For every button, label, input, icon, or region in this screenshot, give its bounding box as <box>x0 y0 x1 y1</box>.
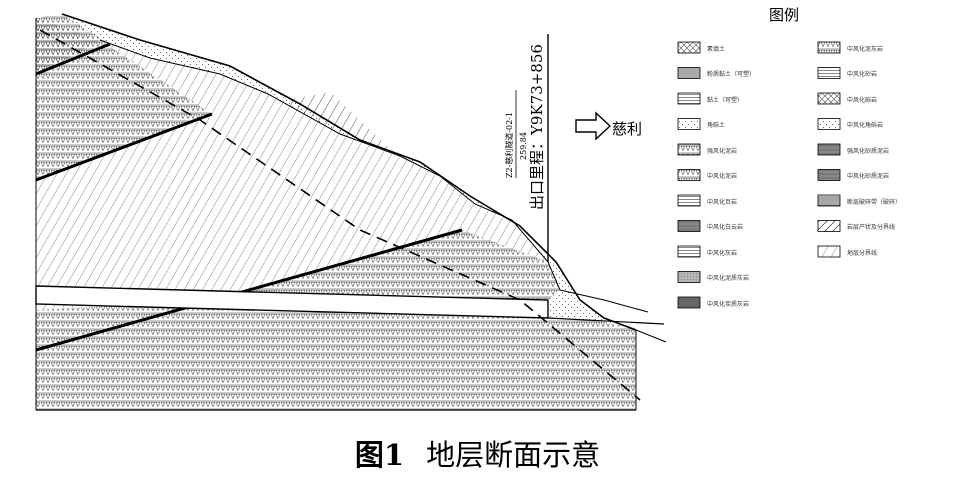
figure-caption: 图1 地层断面示意 <box>0 432 955 474</box>
stratum-boundary-3 <box>35 228 463 352</box>
legend-label-left-3: 黏土（可塑） <box>707 96 744 104</box>
cross-section <box>35 13 667 411</box>
layer-lower-rock <box>36 230 636 410</box>
legend-label-right-8: 岩层产状及分界线 <box>847 224 896 231</box>
legend-title: 图例 <box>769 6 800 24</box>
layer-slope-strata <box>100 40 548 262</box>
legend-swatch-left-7 <box>677 194 701 207</box>
legend-label-right-1: 中风化泥灰岩 <box>847 45 884 53</box>
legend-label-right-2: 中风化砂岩 <box>847 71 878 78</box>
legend-label-left-8: 中风化白云岩 <box>707 224 744 231</box>
layer-top-strip <box>36 14 110 74</box>
legend-swatch-left-1 <box>677 41 701 54</box>
legend-swatch-right-9 <box>817 245 841 258</box>
legend-swatch-right-6 <box>817 169 841 181</box>
legend-label-left-1: 素填土 <box>707 45 726 53</box>
legend-swatch-left-8 <box>677 220 701 232</box>
right-ground-line-1 <box>559 289 649 313</box>
legend-label-left-7: 中风化页岩 <box>707 198 738 206</box>
legend-swatch-left-3 <box>677 92 701 105</box>
legend-label-right-3: 中风化砾岩 <box>847 96 878 104</box>
legend-swatch-left-2 <box>677 67 701 79</box>
legend-label-right-4: 中风化角砾岩 <box>847 122 884 129</box>
legend-swatch-left-10 <box>677 271 701 283</box>
stratum-boundary-1 <box>35 42 111 76</box>
stratum-boundary-2 <box>35 112 213 182</box>
surface-cover-boundary <box>99 39 561 291</box>
legend-label-right-6: 中风化砂质泥岩 <box>847 173 890 180</box>
ground-surface-line <box>61 13 637 331</box>
legend-swatch-right-2 <box>817 67 841 79</box>
legend-right-column <box>817 41 841 258</box>
legend-label-left-6: 中风化泥岩 <box>707 173 738 180</box>
legend-swatch-left-6 <box>677 169 701 181</box>
layer-upper-rock <box>36 18 212 180</box>
legend-label-left-2: 粉质黏土（可塑） <box>707 71 756 78</box>
legend-label-left-5: 强风化泥岩 <box>707 147 738 155</box>
dashed-design-line <box>39 29 641 401</box>
legend-swatch-right-1 <box>817 41 841 54</box>
legend-label-right-9: 地层分界线 <box>847 249 878 257</box>
legend-left-column <box>677 41 701 309</box>
legend-label-right-7: 断层破碎带（破碎） <box>847 198 902 206</box>
legend-swatch-right-7 <box>817 194 841 207</box>
legend-label-left-11: 中风化炭质灰岩 <box>707 300 750 308</box>
legend-swatch-left-9 <box>677 245 701 258</box>
legend-label-left-4: 角砾土 <box>707 122 726 129</box>
legend-swatch-left-11 <box>677 296 701 309</box>
legend-swatch-right-4 <box>817 118 841 130</box>
direction-arrow-icon <box>575 111 612 141</box>
figure-number: 图1 <box>354 438 405 472</box>
direction-label: 慈利 <box>612 120 642 138</box>
legend-label-left-9: 中风化灰岩 <box>707 249 738 257</box>
exit-mileage-label: 出口里程：Y9K73+856 <box>528 44 546 210</box>
legend-label-right-5: 强风化砂质泥岩 <box>847 147 890 155</box>
right-ground-line-3 <box>635 329 667 343</box>
legend-swatch-right-8 <box>817 220 841 232</box>
right-ground-line-2 <box>547 317 665 325</box>
figure-title: 地层断面示意 <box>426 438 601 472</box>
tunnel-line-label: Z2-慈利隧道-02-1 <box>504 112 514 178</box>
legend-swatch-right-5 <box>817 143 841 156</box>
legend-label-left-10: 中风化泥质灰岩 <box>707 275 750 282</box>
legend-swatch-left-4 <box>677 118 701 130</box>
legend-swatch-left-5 <box>677 143 701 156</box>
layer-middle-strata <box>36 92 462 310</box>
elevation-label: 259.84 <box>519 132 528 160</box>
legend-swatch-right-3 <box>817 92 841 105</box>
